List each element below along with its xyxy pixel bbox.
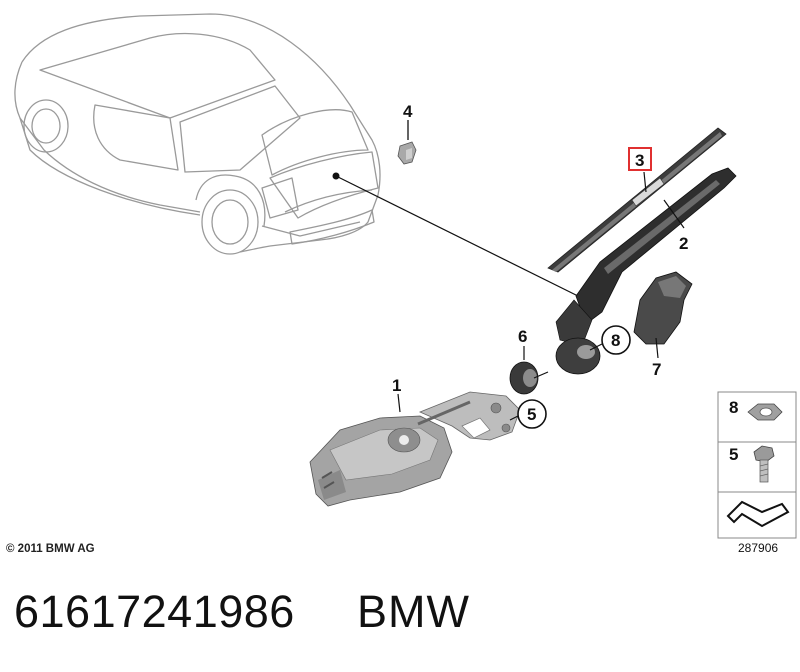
callout-5: 5: [527, 405, 536, 424]
callout-6: 6: [518, 327, 527, 346]
legend-label-5: 5: [729, 445, 738, 464]
callout-3-highlight: [628, 147, 652, 171]
wiper-blade-part: [547, 127, 727, 273]
grommet-part: [509, 346, 549, 395]
section-symbol-icon: [726, 500, 790, 528]
wiper-motor-part: [309, 391, 521, 507]
cover-cap-part: [633, 271, 693, 359]
callout-2: 2: [679, 234, 688, 253]
diagram-number: 287906: [738, 541, 778, 555]
leader-line: [335, 175, 583, 299]
bolt-part: [509, 415, 519, 421]
part-number: 61617241986: [14, 586, 295, 637]
car-outline: [14, 13, 381, 255]
nut-icon: [747, 403, 783, 421]
legend-label-8: 8: [729, 398, 738, 417]
washer-nozzle-part: [397, 120, 417, 165]
legend-panel: 8 5: [717, 391, 797, 539]
brand-name: BMW: [357, 586, 470, 637]
callout-8: 8: [611, 331, 620, 350]
callout-5-ring: [517, 399, 547, 429]
callout-8-ring: [601, 325, 631, 355]
nut-part: [555, 337, 603, 375]
bolt-icon: [753, 445, 775, 483]
callout-4: 4: [403, 102, 413, 121]
parts-diagram: 1 2 3 4 5 6 7 8 8 5 287906: [14, 13, 797, 555]
callout-3: 3: [635, 151, 644, 170]
callout-1: 1: [392, 376, 401, 395]
wiper-arm-part: [555, 167, 737, 347]
copyright-notice: © 2011 BMW AG: [6, 543, 95, 555]
callout-7: 7: [652, 360, 661, 379]
